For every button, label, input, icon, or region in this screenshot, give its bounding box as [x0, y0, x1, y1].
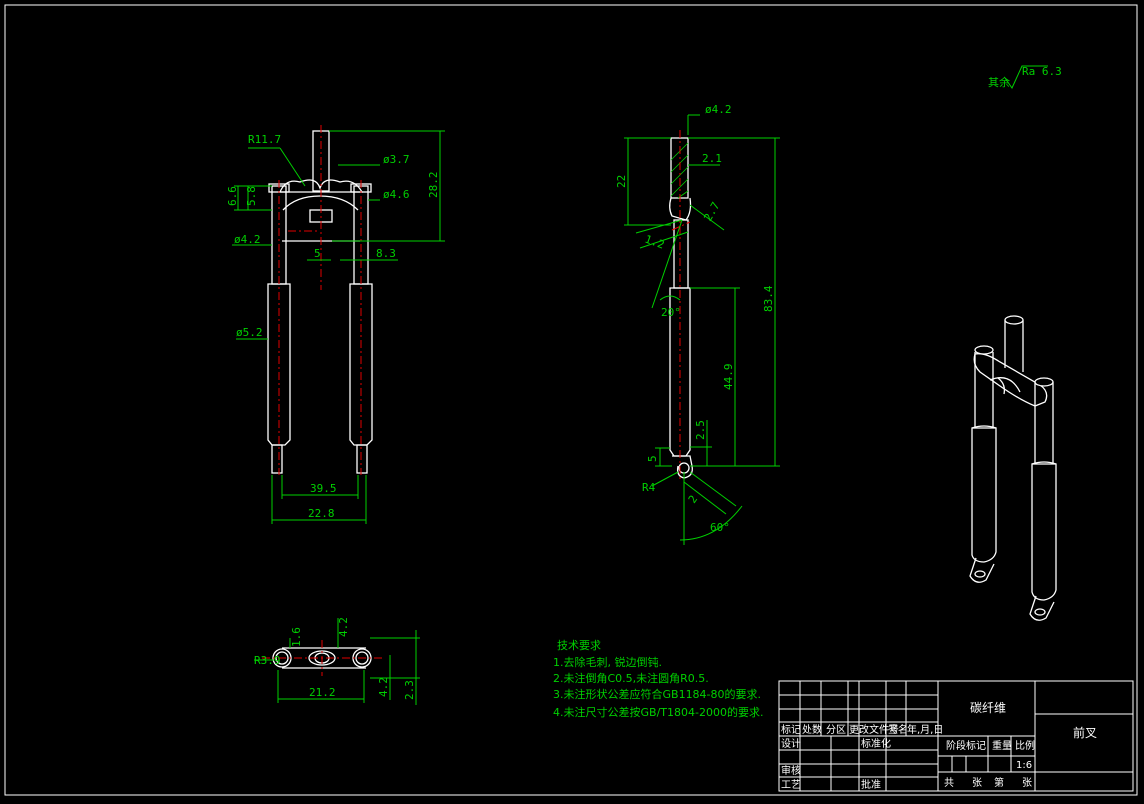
- dim-top-23: 2.3: [403, 680, 416, 700]
- tb-approve-label: 批准: [861, 778, 881, 791]
- dim-crown-radius: R11.7: [248, 133, 281, 146]
- tb-scale-value: 1:6: [1016, 760, 1032, 771]
- technical-notes: 技术要求 1.去除毛刺, 锐边倒钝. 2.未注倒角C0.5,未注圆角R0.5. …: [553, 639, 763, 719]
- dim-top-r3: R3.9: [254, 654, 281, 667]
- tb-sheet-label2: 张: [1022, 777, 1032, 789]
- roughness-value: Ra 6.3: [1022, 65, 1062, 78]
- notes-item-3: 3.未注形状公差应符合GB1184-80的要求.: [553, 687, 761, 701]
- rev-header-zone: 分区: [826, 724, 846, 736]
- dim-side-27: 2.7: [701, 200, 722, 224]
- dim-top-212: 21.2: [309, 686, 336, 699]
- dim-top-42: 4.2: [337, 617, 350, 637]
- rev-header-date: 年,月,日: [907, 723, 943, 736]
- dim-width-5: 5: [314, 247, 321, 260]
- notes-item-4: 4.未注尺寸公差按GB/T1804-2000的要求.: [553, 705, 763, 719]
- rev-header-count: 处数: [802, 723, 822, 736]
- tb-sheet-label: 张: [972, 777, 982, 789]
- dim-width-228: 22.8: [308, 507, 335, 520]
- rev-header-doc: 更改文件号: [849, 723, 899, 736]
- tb-review-label: 审核: [781, 764, 801, 777]
- rev-header-mark: 标记: [781, 724, 801, 736]
- tb-scale-label: 比例: [1015, 739, 1035, 752]
- dim-leg-dia: ø5.2: [236, 326, 263, 339]
- tb-sheet-total: 共: [944, 777, 954, 789]
- tb-weight-label: 重量: [992, 739, 1012, 752]
- rev-header-sign: 签名: [888, 723, 908, 736]
- dim-side-21: 2.1: [702, 152, 722, 165]
- tb-material: 碳纤维: [970, 701, 1006, 715]
- roughness-symbol: 其余 Ra 6.3: [988, 65, 1062, 90]
- roughness-prefix: 其余: [988, 75, 1010, 89]
- tb-part-name: 前叉: [1073, 725, 1097, 740]
- tb-sheet-no: 第: [994, 776, 1004, 789]
- tb-process-label: 工艺: [781, 779, 801, 791]
- dim-front-height: 28.2: [427, 172, 440, 199]
- dim-steerer-dia: ø3.7: [383, 153, 410, 166]
- sheet-border: [4, 4, 1138, 796]
- dim-side-12: 1.2: [643, 233, 666, 252]
- front-view: 28.2 R11.7 ø3.7 ø4.6 6.6 5.8 ø4.2 5 8.3 …: [226, 125, 445, 524]
- dim-lower-dia: ø4.2: [234, 233, 261, 246]
- notes-title: 技术要求: [557, 639, 601, 652]
- dim-width-83: 8.3: [376, 247, 396, 260]
- dim-side-834: 83.4: [762, 285, 775, 312]
- dim-side-2: 2: [686, 493, 700, 506]
- dim-side-r4: R4: [642, 481, 656, 494]
- tb-design-label: 设计: [781, 737, 801, 750]
- dim-height-66: 6.6: [226, 186, 239, 206]
- dim-top-16: 1.6: [290, 627, 303, 647]
- dim-side-22: 22: [615, 175, 628, 188]
- dim-side-top-dia: ø4.2: [705, 103, 732, 116]
- notes-item-1: 1.去除毛刺, 锐边倒钝.: [553, 655, 662, 669]
- dim-width-395: 39.5: [310, 482, 337, 495]
- dim-side-449: 44.9: [722, 364, 735, 391]
- dim-side-5: 5: [646, 455, 659, 462]
- tb-standardize-label: 标准化: [861, 737, 891, 750]
- title-block: 标记 处数 分区 更改文件号 签名 年,月,日 设计 标准化 审核 工艺 批准 …: [778, 680, 1134, 792]
- dim-side-angle-20: 20°: [661, 306, 681, 319]
- dim-side-angle-60: 60°: [710, 521, 730, 534]
- dim-side-25: 2.5: [694, 420, 707, 440]
- dim-top-tube-dia: ø4.6: [383, 188, 410, 201]
- dim-height-58: 5.8: [245, 186, 258, 206]
- top-view: 1.6 4.2 R3.9 21.2 4.2 2.3: [254, 617, 420, 705]
- notes-item-2: 2.未注倒角C0.5,未注圆角R0.5.: [553, 671, 709, 685]
- tb-stage-mark: 阶段标记: [946, 739, 986, 752]
- dim-top-42b: 4.2: [377, 677, 390, 697]
- isometric-view: [969, 315, 1057, 621]
- side-view: ø4.2 22 2.1 2.7 1.2 20° 83.4 44.9 2.5 5 …: [615, 103, 780, 545]
